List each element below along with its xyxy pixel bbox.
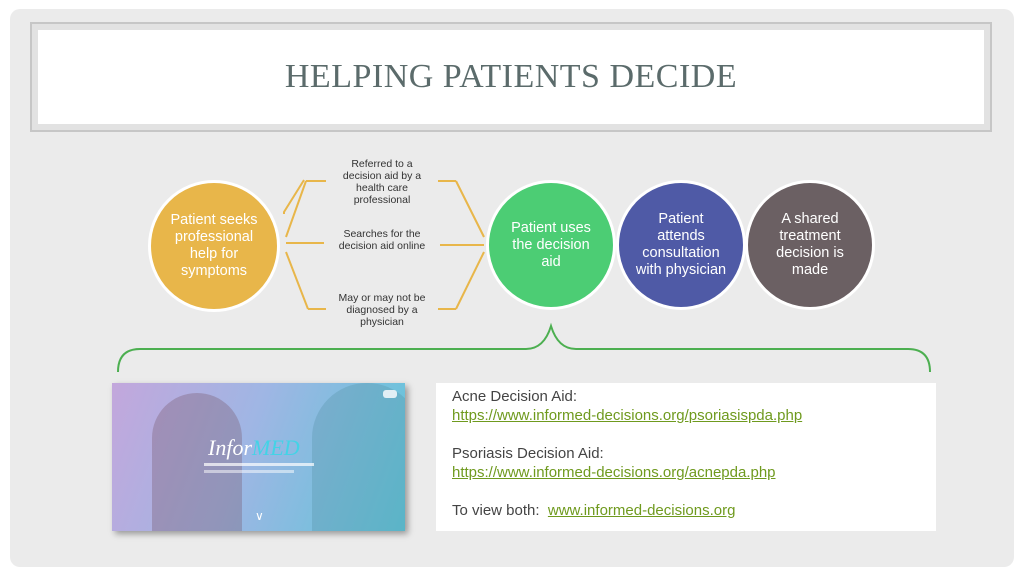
flow-step4-text: A shared treatment decision is made [776, 211, 844, 278]
path-searches-text: Searches for the decision aid online [338, 228, 426, 252]
title-box: HELPING PATIENTS DECIDE [30, 22, 992, 132]
both-link[interactable]: www.informed-decisions.org [547, 502, 736, 519]
flow-start-text: Patient seeks professional help for symp… [170, 212, 258, 279]
patient-silhouette [312, 383, 405, 531]
logo-subtitle-bar-2 [204, 470, 294, 473]
logo-subtitle-bar [204, 463, 314, 466]
informed-logo: InforMED [208, 435, 300, 460]
connector-left-top [283, 179, 305, 214]
page-title: HELPING PATIENTS DECIDE [284, 58, 738, 95]
chevron-down-icon: ∨ [255, 509, 264, 523]
flow-step2-text: Patient uses the decision aid [511, 219, 591, 270]
psoriasis-link[interactable]: https://www.informed-decisions.org/acnep… [452, 464, 776, 481]
flow-step3-text: Patient attends consultation with physic… [635, 211, 727, 278]
both-label: To view both: [452, 502, 540, 519]
flow-step3-circle: Patient attends consultation with physic… [616, 180, 746, 310]
connector-left-top-line [285, 180, 307, 238]
psoriasis-label: Psoriasis Decision Aid: [452, 445, 604, 462]
doctor-silhouette [152, 393, 242, 531]
video-thumbnail[interactable]: InforMED ∨ [112, 383, 405, 531]
curly-brace [117, 322, 931, 373]
acne-link[interactable]: https://www.informed-decisions.org/psori… [452, 407, 803, 424]
flow-step2-circle: Patient uses the decision aid [486, 180, 616, 310]
path-referred-text: Referred to a decision aid by a health c… [342, 158, 422, 206]
connector-left-bottom [285, 251, 309, 310]
connector-right-top [455, 180, 485, 238]
acne-label: Acne Decision Aid: [452, 388, 578, 405]
links-panel: Acne Decision Aid: https://www.informed-… [436, 383, 936, 531]
flow-start-circle: Patient seeks professional help for symp… [148, 180, 280, 312]
flow-step4-circle: A shared treatment decision is made [745, 180, 875, 310]
connector-right-bottom [455, 251, 485, 310]
path-diagnosed-text: May or may not be diagnosed by a physici… [338, 292, 426, 328]
video-badge-icon [383, 390, 397, 398]
